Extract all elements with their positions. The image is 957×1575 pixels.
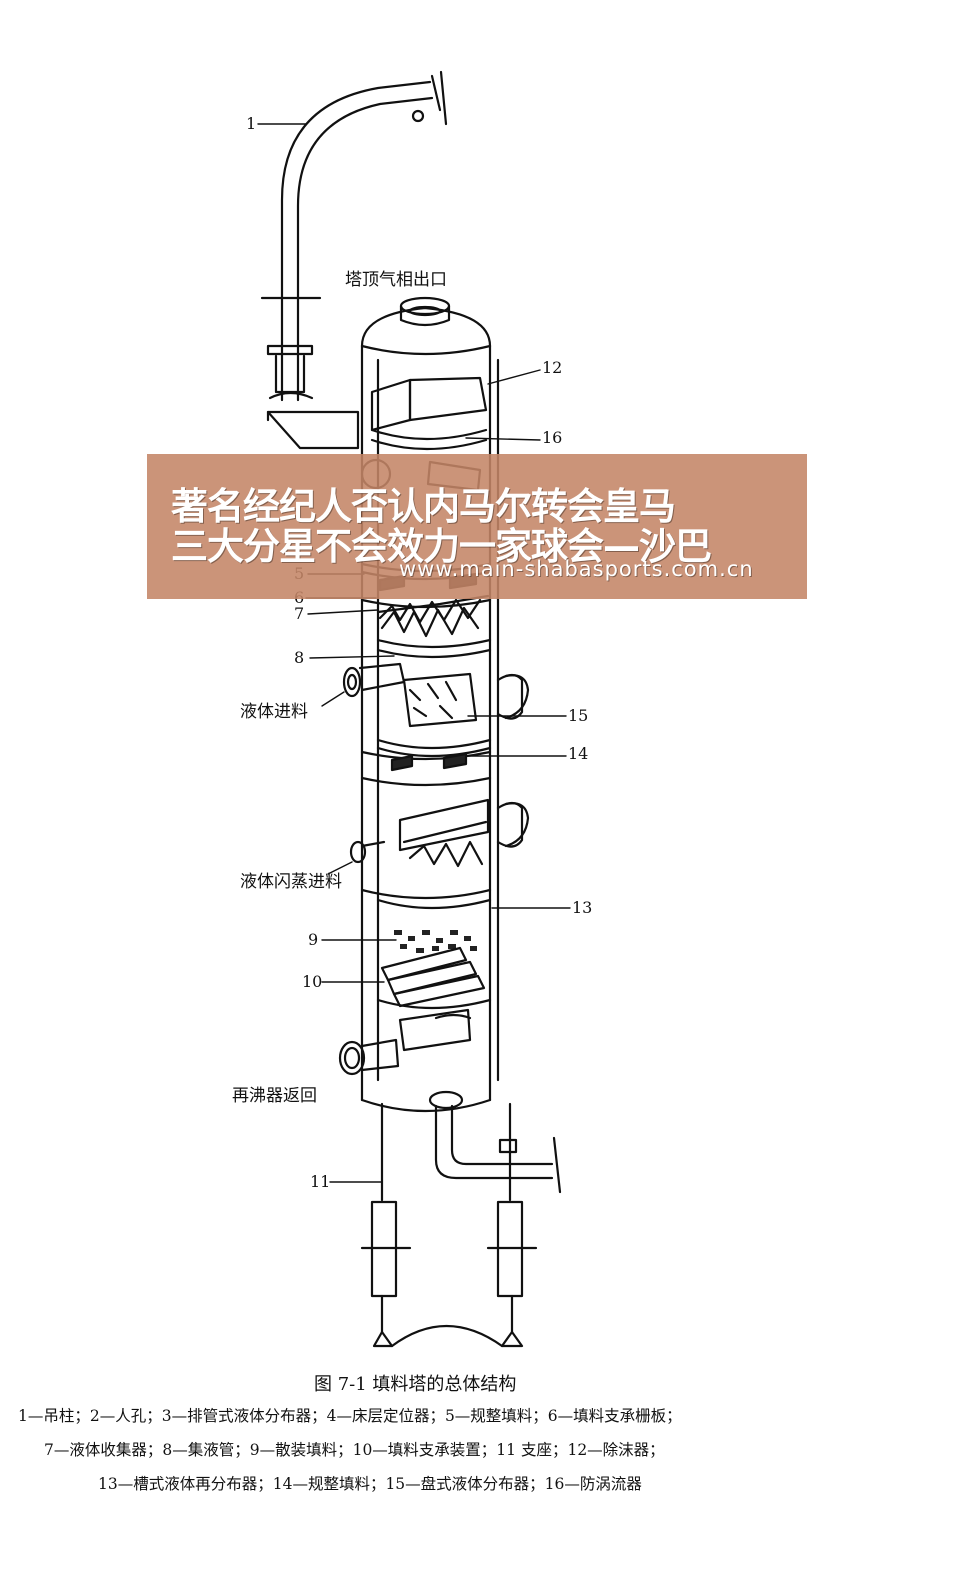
label-reboiler-return: 再沸器返回 <box>232 1086 317 1106</box>
label-12: 12 <box>542 358 563 377</box>
packing-support <box>376 946 492 1010</box>
bottom-sump <box>360 1008 492 1113</box>
label-1: 1 <box>246 114 257 133</box>
label-7: 7 <box>294 604 305 623</box>
upper-manway-ledge <box>266 410 360 450</box>
pan-distributor <box>376 672 492 758</box>
demister <box>370 376 488 451</box>
liquid-collector <box>376 598 492 659</box>
label-10: 10 <box>302 972 323 991</box>
davit-post <box>260 70 448 402</box>
label-flash-feed: 液体闪蒸进料 <box>240 872 342 892</box>
label-13: 13 <box>572 898 593 917</box>
label-14: 14 <box>568 744 589 763</box>
label-top-outlet: 塔顶气相出口 <box>345 270 447 290</box>
flash-feed-nozzle <box>349 840 386 864</box>
trough-redistributor <box>360 798 492 910</box>
label-9: 9 <box>308 930 319 949</box>
top-vapor-outlet <box>399 296 451 327</box>
label-11: 11 <box>310 1172 331 1191</box>
caption-line-1: 1—吊柱；2—人孔；3—排管式液体分布器；4—床层定位器；5—规整填料；6—填料… <box>18 1407 682 1425</box>
liquid-feed-nozzle <box>342 662 406 698</box>
reboiler-return-nozzle <box>338 1038 400 1076</box>
side-manway-upper <box>496 673 530 720</box>
structured-packing-lower <box>360 750 492 787</box>
column-top-head <box>360 306 492 356</box>
figure-title: 图 7-1 填料塔的总体结构 <box>314 1374 517 1395</box>
watermark-banner[interactable]: 著名经纪人否认内马尔转会皇马 三大分星不会效力一家球会—沙巴 www.main-… <box>147 454 807 599</box>
side-manway-lower <box>496 801 530 848</box>
label-16: 16 <box>542 428 563 447</box>
label-liquid-feed: 液体进料 <box>240 702 308 722</box>
caption-line-3: 13—槽式液体再分布器；14—规整填料；15—盘式液体分布器；16—防涡流器 <box>98 1475 642 1493</box>
caption-line-2: 7—液体收集器；8—集液管；9—散装填料；10—填料支承装置；11 支座；12—… <box>44 1441 665 1459</box>
bottom-outlet-pipe <box>428 1090 562 1194</box>
watermark-subline: 三大分星不会效力一家球会—沙巴 <box>171 525 712 568</box>
label-15: 15 <box>568 706 589 725</box>
random-packing <box>394 930 477 953</box>
watermark-url[interactable]: www.main-shabasports.com.cn <box>399 557 754 581</box>
skirt-supports <box>360 1102 538 1348</box>
label-8: 8 <box>294 648 305 667</box>
watermark-headline: 著名经纪人否认内马尔转会皇马 <box>171 485 676 528</box>
